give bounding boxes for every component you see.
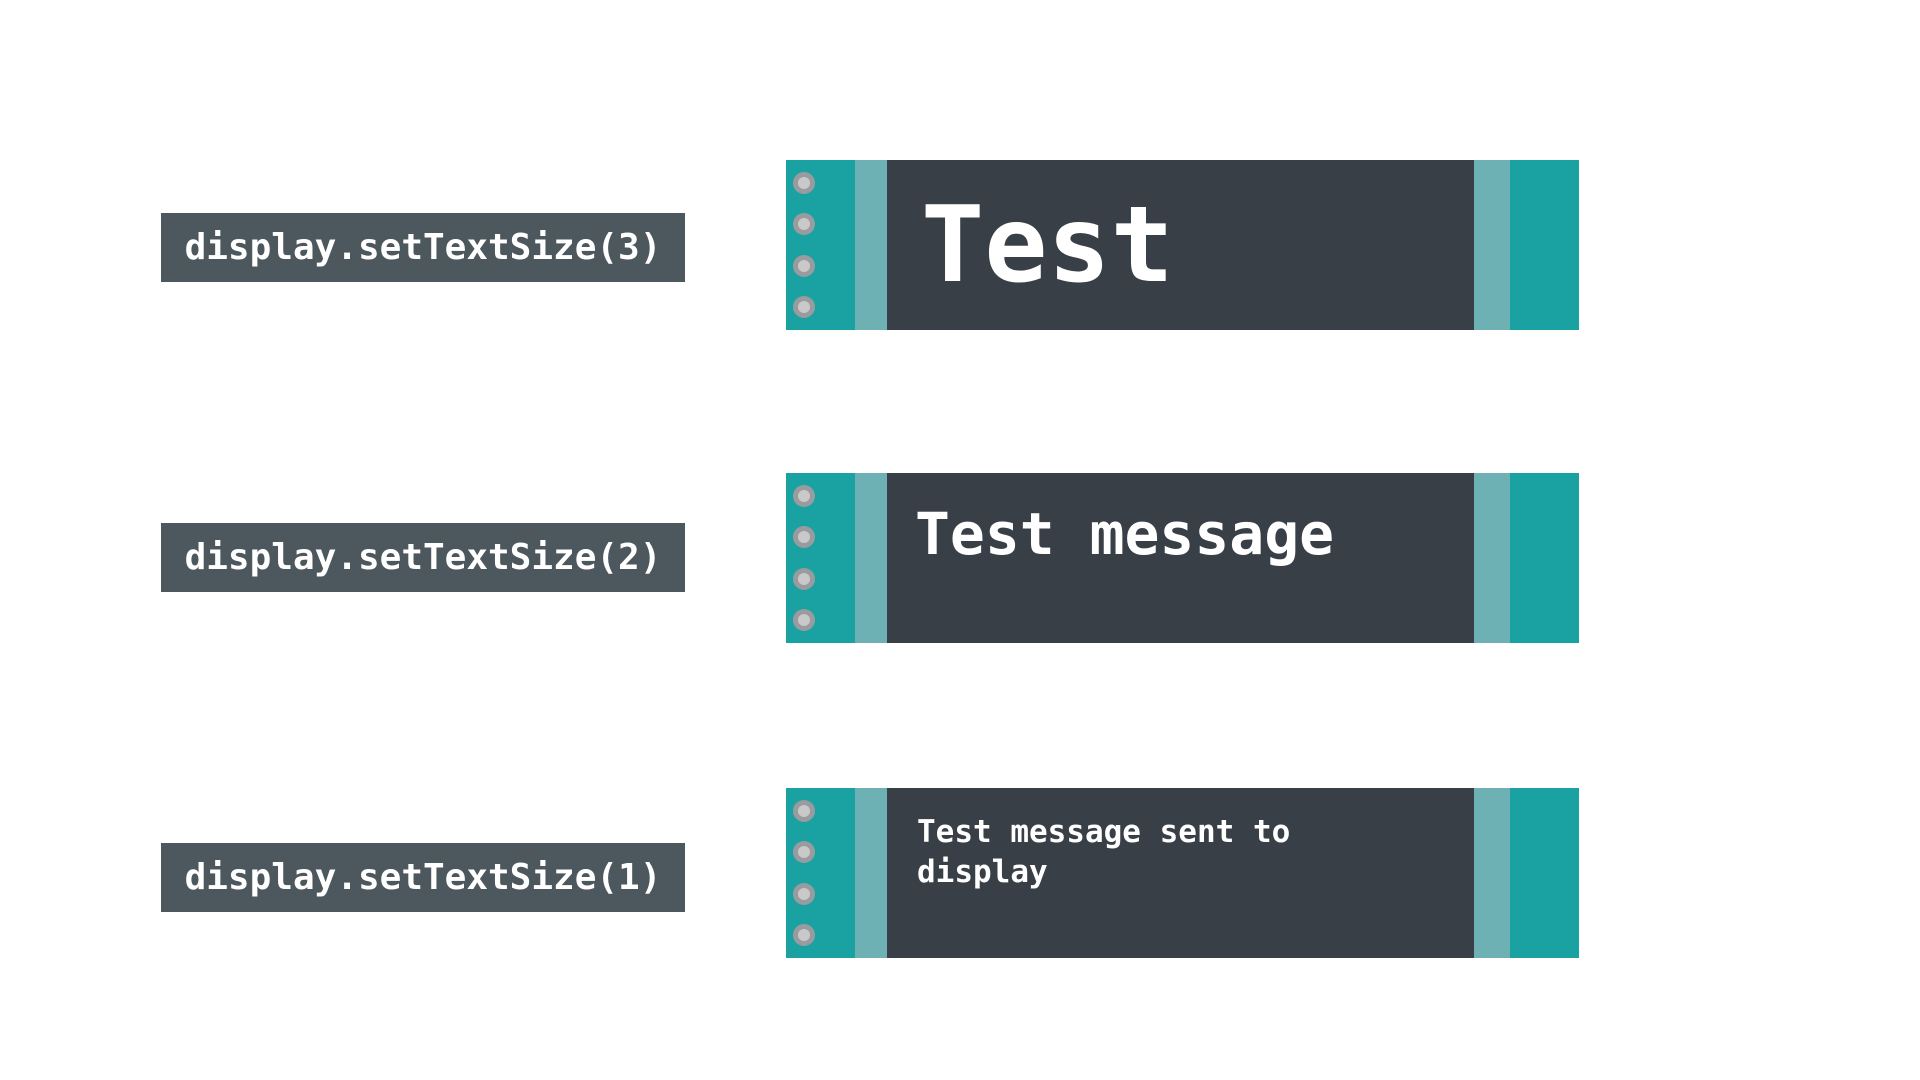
pin-core	[798, 490, 810, 502]
display-text: Test	[921, 184, 1174, 306]
oled-display-size-3: Test	[786, 160, 1579, 330]
code-label-text: display.setTextSize(1)	[184, 857, 662, 898]
board-edge-stripe	[1474, 473, 1510, 643]
code-label-settextsize-3: display.setTextSize(3)	[161, 213, 685, 282]
pin-dot	[793, 800, 815, 822]
pin-dot	[793, 608, 815, 631]
pin-dot	[793, 567, 815, 590]
code-label-settextsize-1: display.setTextSize(1)	[161, 843, 685, 912]
pin-core	[798, 887, 810, 900]
oled-display-size-2: Test message	[786, 473, 1579, 643]
board-edge-stripe	[1474, 160, 1510, 330]
pin-dot	[793, 213, 815, 236]
display-text-line-1: Test message sent to	[917, 814, 1291, 850]
pin-header-strip	[786, 788, 855, 958]
pin-core	[798, 177, 810, 189]
board-edge-stripe	[855, 473, 887, 643]
pin-core	[798, 300, 810, 313]
pin-dot	[793, 526, 815, 549]
code-label-text: display.setTextSize(2)	[184, 537, 662, 578]
pin-core	[798, 218, 810, 231]
board-edge-stripe	[855, 160, 887, 330]
pin-core	[798, 531, 810, 544]
board-edge-block	[1510, 788, 1579, 958]
pin-core	[798, 805, 810, 817]
pin-dot	[793, 172, 815, 194]
pin-core	[798, 259, 810, 272]
pin-dot	[793, 841, 815, 864]
display-screen: Test message sent to display	[887, 788, 1474, 958]
pin-core	[798, 928, 810, 941]
pin-dot	[793, 254, 815, 277]
pin-header-strip	[786, 473, 855, 643]
oled-display-size-1: Test message sent to display	[786, 788, 1579, 958]
pin-dot	[793, 485, 815, 507]
board-edge-stripe	[1474, 788, 1510, 958]
pin-dot	[793, 882, 815, 905]
pin-core	[798, 572, 810, 585]
board-edge-stripe	[855, 788, 887, 958]
display-text: Test message	[915, 500, 1335, 568]
board-edge-block	[1510, 473, 1579, 643]
board-edge-block	[1510, 160, 1579, 330]
code-label-settextsize-2: display.setTextSize(2)	[161, 523, 685, 592]
pin-core	[798, 846, 810, 859]
code-label-text: display.setTextSize(3)	[184, 227, 662, 268]
pin-dot	[793, 923, 815, 946]
display-text-line-2: display	[917, 854, 1048, 890]
display-screen: Test message	[887, 473, 1474, 643]
pin-core	[798, 613, 810, 626]
display-screen: Test	[887, 160, 1474, 330]
pin-dot	[793, 295, 815, 318]
pin-header-strip	[786, 160, 855, 330]
